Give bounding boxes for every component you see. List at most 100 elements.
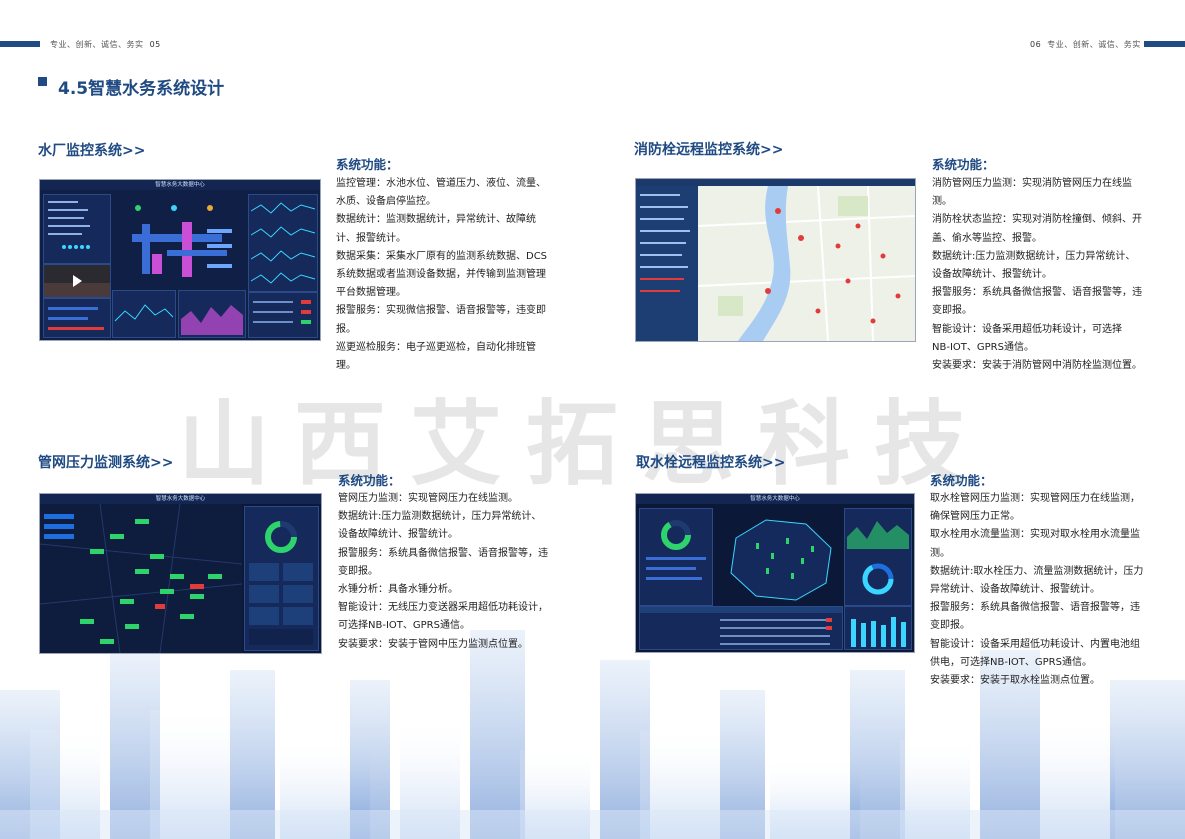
- map-top-bar: [636, 179, 915, 186]
- func-line: 异常统计、设备故障统计、报警统计。: [930, 584, 1100, 596]
- area-chart-graphic: [181, 305, 243, 335]
- func-line: 巡更巡检服务：电子巡更巡检，自动化排班管: [336, 341, 536, 353]
- bottom-chart-left: [112, 290, 176, 338]
- district-map-graphic: [730, 519, 832, 601]
- func-line: 消防栓状态监控：实现对消防栓撞倒、倾斜、开: [932, 214, 1142, 226]
- pipe-diagram: [132, 205, 232, 277]
- header-bar-left: [0, 41, 40, 47]
- stats-panel: [244, 506, 319, 651]
- func-line: 智能设计：设备采用超低功耗设计，可选择: [932, 323, 1122, 335]
- func-label-pipe-pressure: 系统功能：: [338, 473, 401, 488]
- right-panel: [844, 508, 912, 606]
- func-line: 报警服务：实现微信报警、语音报警等，违变即: [336, 305, 546, 317]
- section-title-pipe-pressure: 管网压力监测系统>>: [38, 455, 174, 471]
- func-line: 测。: [932, 196, 952, 208]
- screenshot-fire-hydrant-map: [635, 178, 916, 342]
- header-bar-right: [1144, 41, 1185, 47]
- screenshot-title: 智慧水务大数据中心: [40, 180, 320, 190]
- wave-charts-graphic: [250, 202, 316, 284]
- func-list-fire-hydrant: 消防管网压力监测：实现消防管网压力在线监 测。 消防栓状态监控：实现对消防栓撞倒…: [932, 175, 1157, 375]
- func-line: 测。: [930, 547, 950, 559]
- header-left-slogan: 专业、创新、诚信、务实: [50, 40, 144, 49]
- header-left-page-number: 05: [149, 40, 161, 49]
- func-line: 报警服务：系统具备微信报警、语音报警等，违: [338, 547, 548, 559]
- area-and-ring-graphic: [847, 521, 909, 595]
- func-line: 计、报警统计。: [336, 232, 406, 244]
- header-left-text: 专业、创新、诚信、务实 05: [50, 39, 161, 50]
- func-line: NB-IOT、GPRS通信。: [932, 341, 1034, 353]
- func-line: 管网压力监测：实现管网压力在线监测。: [338, 493, 518, 504]
- func-line: 报警服务：系统具备微信报警、语音报警等，违: [930, 602, 1140, 614]
- bottom-bar-chart: [844, 606, 912, 650]
- func-line: 安装要求：安装于管网中压力监测点位置。: [338, 638, 528, 650]
- func-line: 取水栓用水流量监测：实现对取水栓用水流量监: [930, 529, 1140, 541]
- func-label-water-intake: 系统功能：: [930, 473, 993, 488]
- donut-and-bars-graphic: [646, 520, 706, 580]
- func-list-water-intake: 取水栓管网压力监测：实现管网压力在线监测， 确保管网压力正常。 取水栓用水流量监…: [930, 490, 1160, 690]
- func-line: 数据统计:压力监测数据统计，压力异常统计、: [932, 250, 1136, 262]
- page-title: 4.5智慧水务系统设计: [58, 79, 225, 99]
- func-line: 智能设计：设备采用超低功耗设计、内置电池组: [930, 638, 1140, 650]
- header-right-slogan: 专业、创新、诚信、务实: [1047, 40, 1141, 49]
- func-label-water-plant: 系统功能：: [336, 157, 399, 172]
- func-line: 数据统计:取水栓压力、流量监测数据统计，压力: [930, 565, 1144, 577]
- section-title-water-intake: 取水栓远程监控系统>>: [636, 455, 786, 471]
- bottom-table: [639, 606, 843, 650]
- func-line: 安装要求：安装于消防管网中消防栓监测位置。: [932, 360, 1142, 372]
- func-line: 智能设计：无线压力变送器采用超低功耗设计，: [338, 602, 548, 614]
- func-line: 监控管理：水池水位、管道压力、液位、流量、: [336, 178, 546, 189]
- screenshot-pipe-pressure-dashboard: 智慧水务大数据中心: [39, 493, 322, 654]
- func-line: 盖、偷水等监控、报警。: [932, 232, 1042, 244]
- func-line: 供电，可选择NB-IOT、GPRS通信。: [930, 656, 1092, 668]
- header-right-text: 06 专业、创新、诚信、务实: [1030, 39, 1141, 50]
- donut-and-stats-graphic: [249, 521, 313, 645]
- alarm-table-graphic: [253, 300, 311, 324]
- city-map-graphic: [698, 186, 915, 341]
- screenshot-water-plant-dashboard: 智慧水务大数据中心: [39, 179, 321, 341]
- func-line: 理。: [336, 360, 356, 372]
- func-label-fire-hydrant: 系统功能：: [932, 157, 995, 172]
- bottom-chart-middle: [178, 290, 246, 338]
- func-line: 安装要求：安装于取水栓监测点位置。: [930, 675, 1100, 687]
- func-list-pipe-pressure: 管网压力监测：实现管网压力在线监测。 数据统计:压力监测数据统计，压力异常统计、…: [338, 490, 568, 654]
- pressure-map-graphic: [40, 504, 242, 653]
- title-square-bullet: [38, 77, 47, 86]
- section-title-water-plant: 水厂监控系统>>: [38, 143, 146, 159]
- func-line: 取水栓管网压力监测：实现管网压力在线监测，: [930, 493, 1140, 504]
- left-panel: [639, 508, 713, 606]
- header-right-page-number: 06: [1030, 40, 1042, 49]
- left-panel: [43, 194, 111, 264]
- func-list-water-plant: 监控管理：水池水位、管道压力、液位、流量、 水质、设备启停监控。 数据统计：监测…: [336, 175, 566, 375]
- func-line: 变即报。: [338, 565, 378, 577]
- bottom-table-right: [248, 292, 318, 338]
- line-chart-graphic: [114, 304, 174, 322]
- func-line: 设备故障统计、报警统计。: [338, 529, 458, 541]
- func-line: 水锤分析：具备水锤分析。: [338, 584, 458, 596]
- device-list-graphic: [640, 194, 690, 292]
- func-line: 消防管网压力监测：实现消防管网压力在线监: [932, 178, 1132, 189]
- progress-bars-graphic: [48, 307, 104, 330]
- func-line: 报警服务：系统具备微信报警、语音报警等，违: [932, 287, 1142, 299]
- video-panel: [43, 264, 111, 298]
- watermark: 山西艾拓思科技: [178, 390, 991, 498]
- func-line: 数据统计:压力监测数据统计，压力异常统计、: [338, 511, 542, 523]
- func-line: 水质、设备启停监控。: [336, 196, 436, 208]
- func-line: 系统数据或者监测设备数据，并传输到监测管理: [336, 269, 546, 281]
- func-line: 变即报。: [932, 305, 972, 317]
- city-skyline-background: [0, 630, 1185, 839]
- bar-chart-graphic: [851, 617, 906, 647]
- play-icon: [44, 275, 110, 297]
- func-line: 数据采集：采集水厂原有的监测系统数据、DCS: [336, 250, 548, 262]
- section-title-fire-hydrant: 消防栓远程监控系统>>: [634, 142, 784, 158]
- func-line: 数据统计：监测数据统计，异常统计、故障统: [336, 214, 536, 226]
- map-sidebar: [636, 186, 698, 341]
- func-line: 设备故障统计、报警统计。: [932, 269, 1052, 281]
- status-dots-graphic: [48, 201, 90, 249]
- func-line: 确保管网压力正常。: [930, 511, 1020, 523]
- screenshot-water-intake-dashboard: 智慧水务大数据中心: [635, 493, 915, 653]
- screenshot-title: 智慧水务大数据中心: [40, 494, 321, 504]
- func-line: 可选择NB-IOT、GPRS通信。: [338, 620, 470, 632]
- data-table-graphic: [640, 607, 842, 645]
- screenshot-title: 智慧水务大数据中心: [636, 494, 914, 504]
- left-bottom-panel: [43, 298, 111, 338]
